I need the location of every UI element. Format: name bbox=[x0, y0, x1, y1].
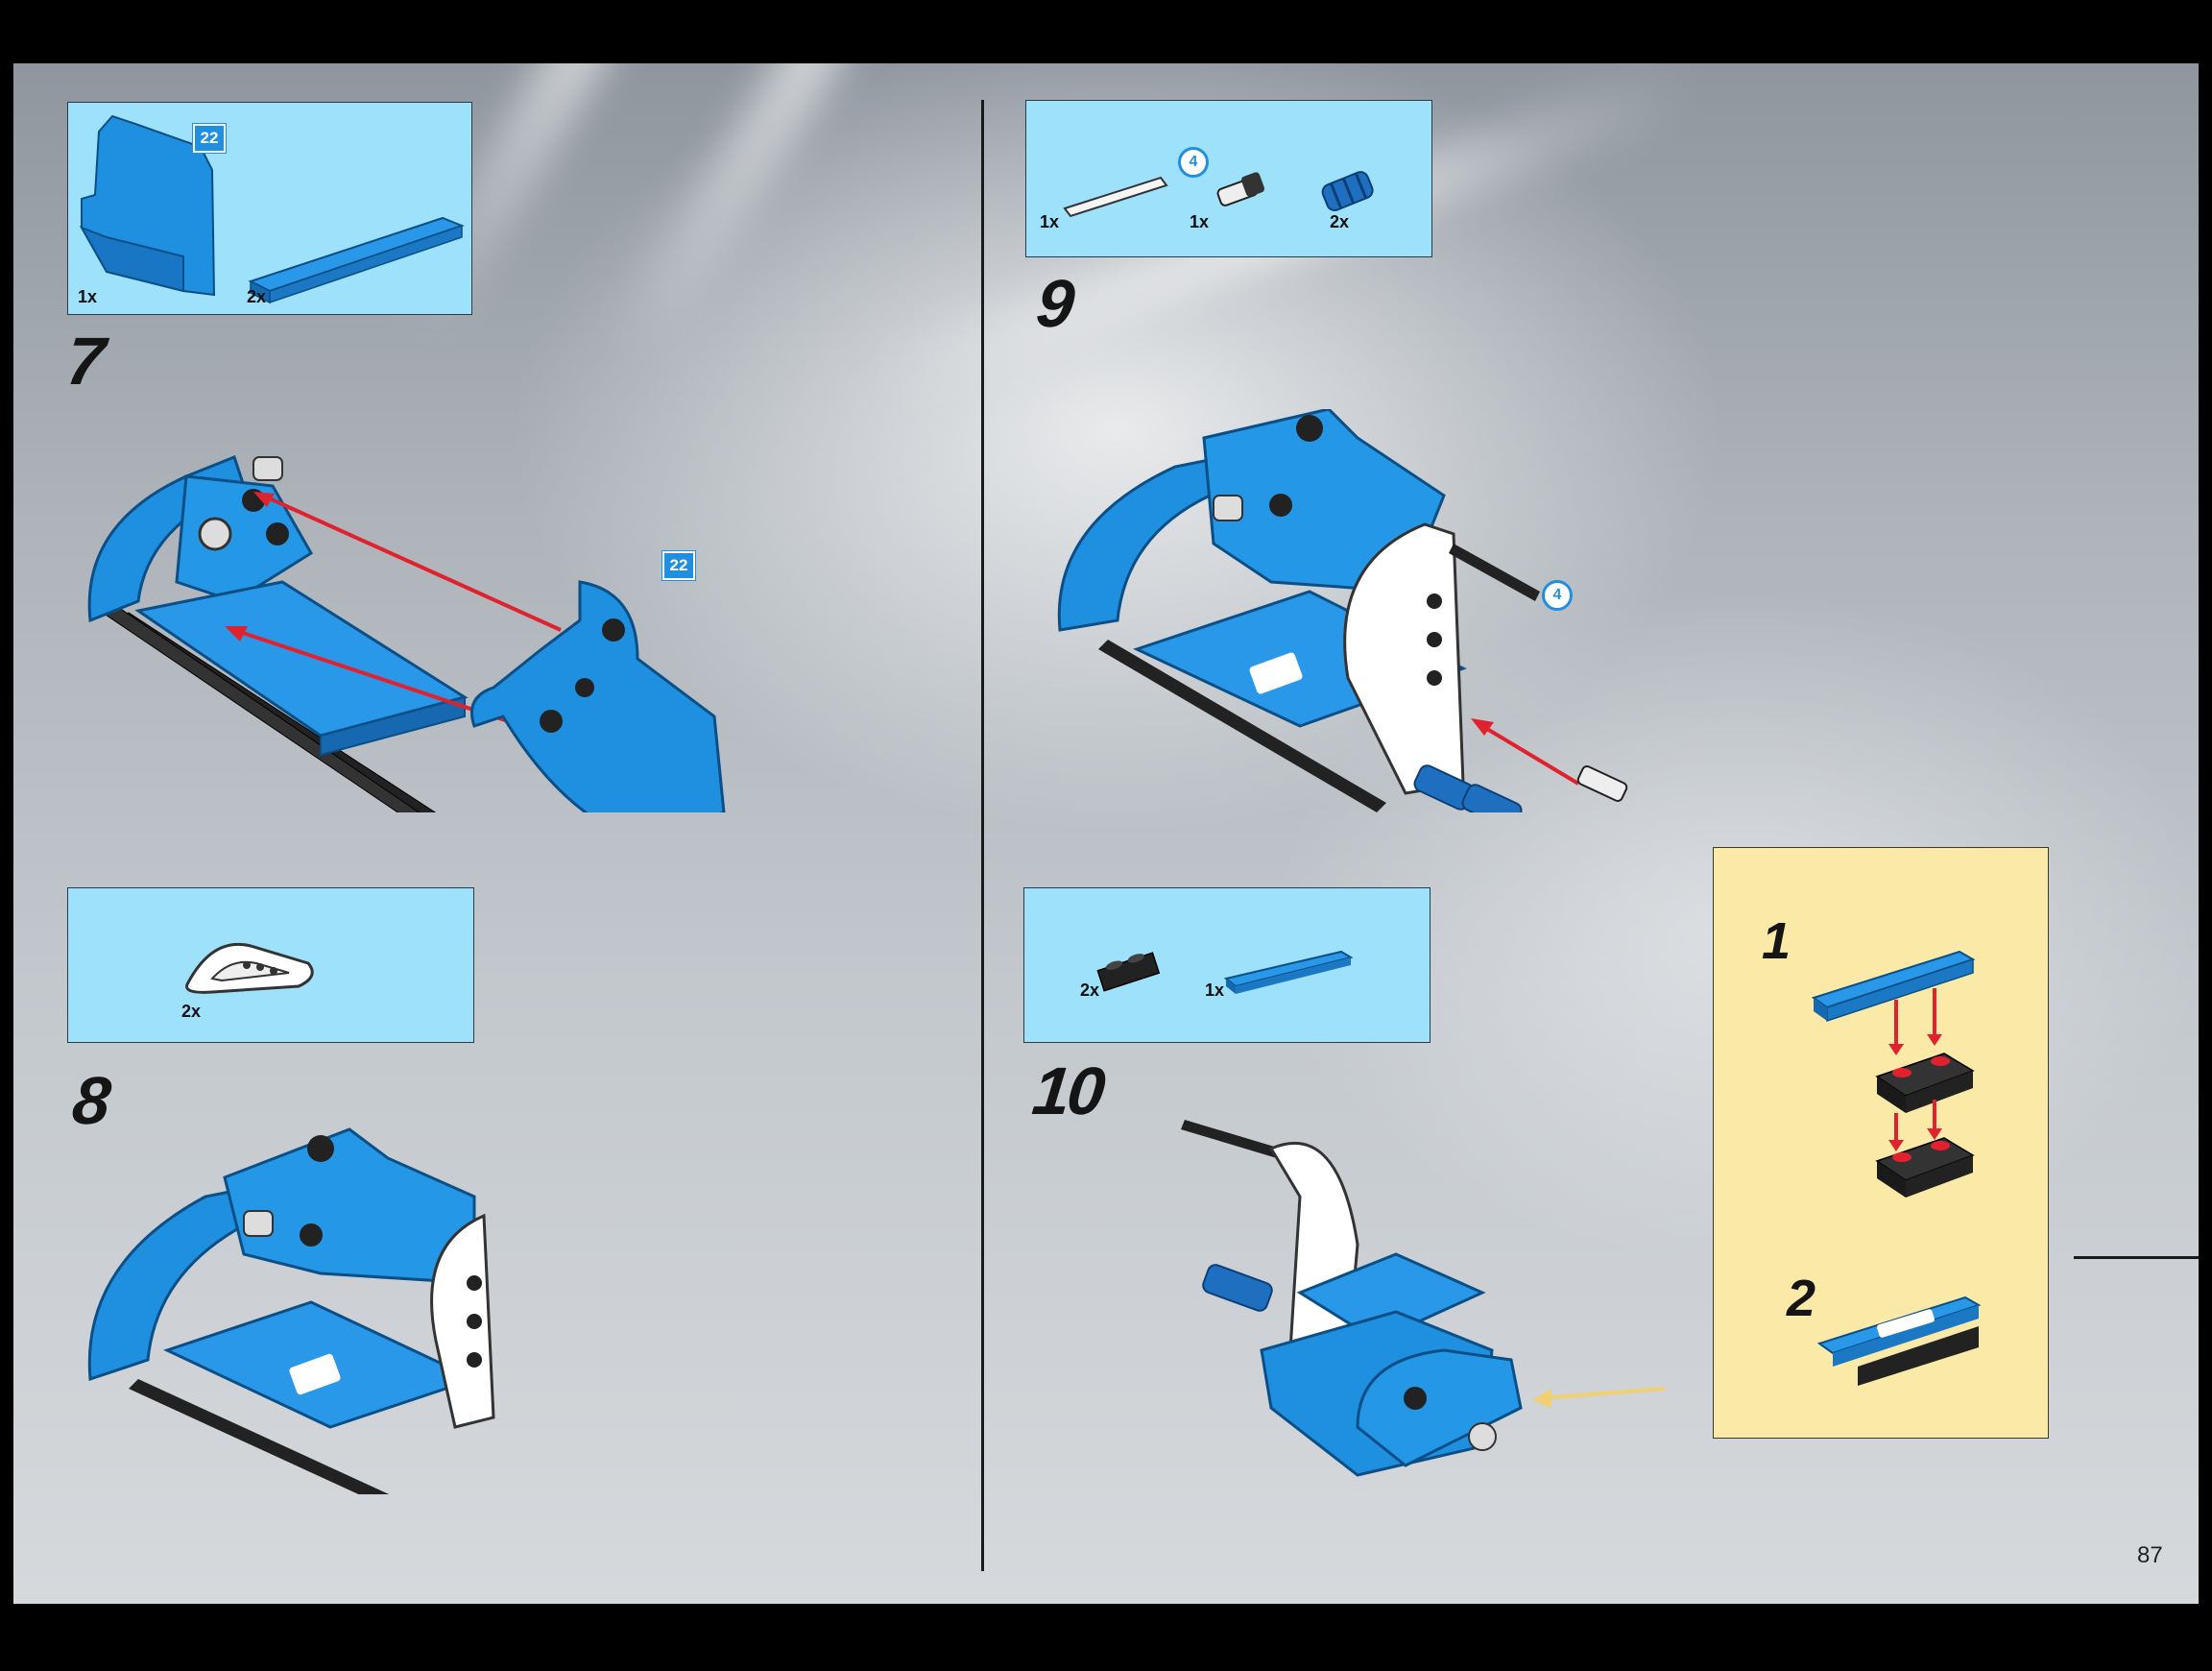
edge-marker bbox=[2074, 1256, 2199, 1259]
instruction-page: 22 1x 2x 7 22 2x bbox=[13, 63, 2199, 1604]
parts-box-step-7: 22 1x 2x bbox=[67, 102, 472, 315]
step-7-model bbox=[61, 409, 753, 812]
parts-illustration bbox=[68, 103, 473, 316]
ref-number-badge: 4 bbox=[1178, 147, 1209, 178]
sub-assembly-callout: 1 2 bbox=[1713, 847, 2049, 1439]
parts-illustration bbox=[1026, 101, 1433, 258]
parts-illustration bbox=[1024, 888, 1431, 1044]
step-9-model bbox=[1041, 409, 1694, 812]
part-quantity: 2x bbox=[1330, 212, 1349, 232]
step-8-model bbox=[71, 1110, 532, 1494]
part-quantity: 1x bbox=[1205, 981, 1224, 1001]
part-quantity: 1x bbox=[1190, 212, 1209, 232]
part-quantity: 2x bbox=[181, 1002, 201, 1022]
light-beam bbox=[604, 63, 1009, 367]
part-quantity: 1x bbox=[78, 287, 97, 307]
step-number: 10 bbox=[1029, 1053, 1106, 1129]
ref-number-badge: 22 bbox=[662, 551, 695, 580]
part-quantity: 2x bbox=[1080, 981, 1099, 1001]
callout-illustration bbox=[1714, 848, 2050, 1440]
parts-box-step-10: 2x 1x bbox=[1023, 887, 1431, 1043]
part-quantity: 2x bbox=[247, 287, 266, 307]
parts-box-step-9: 4 1x 1x 2x bbox=[1025, 100, 1432, 257]
part-quantity: 1x bbox=[1040, 212, 1059, 232]
parts-illustration bbox=[68, 888, 475, 1044]
step-number: 7 bbox=[63, 323, 106, 400]
ref-number-badge: 4 bbox=[1542, 580, 1573, 611]
column-divider bbox=[981, 100, 984, 1571]
parts-box-step-8: 2x bbox=[67, 887, 474, 1043]
step-10-model bbox=[1166, 1062, 1703, 1504]
page-number: 87 bbox=[2137, 1542, 2163, 1569]
ref-number-badge: 22 bbox=[193, 124, 226, 153]
